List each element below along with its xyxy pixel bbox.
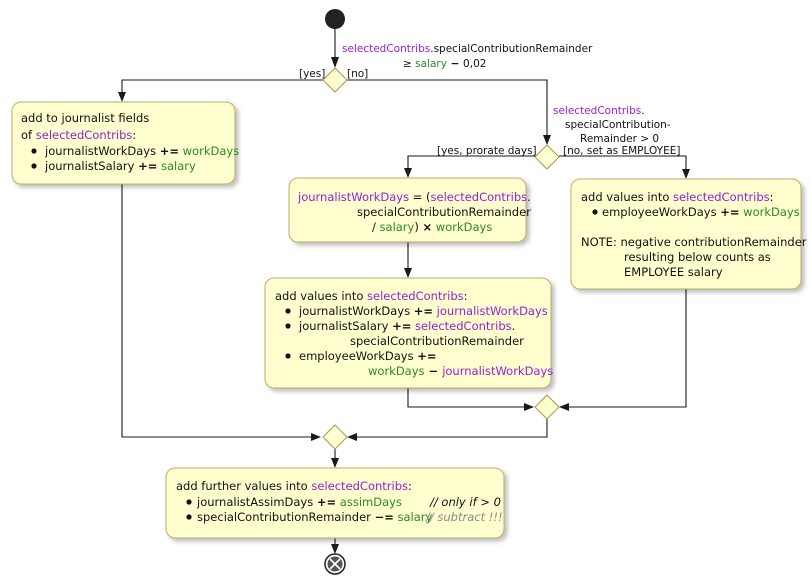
svg-text:journalistWorkDays += workDays: journalistWorkDays += workDays xyxy=(44,144,239,158)
svg-text:journalistSalary += salary: journalistSalary += salary xyxy=(44,159,196,173)
merge-diamond-outer xyxy=(322,424,348,450)
branch-no-label: [no] xyxy=(347,68,368,80)
svg-text:add values into selectedContri: add values into selectedContribs: xyxy=(275,289,468,303)
svg-text:add further values into select: add further values into selectedContribs… xyxy=(176,479,412,493)
branch-prorate-label: [yes, prorate days] xyxy=(437,145,537,157)
edges xyxy=(118,29,690,554)
svg-text:selectedContribs.specialContri: selectedContribs.specialContributionRema… xyxy=(342,43,593,55)
decision-diamond-second xyxy=(534,144,560,170)
svg-text:add values into selectedContri: add values into selectedContribs: xyxy=(581,190,774,204)
svg-text:specialContribution-: specialContribution- xyxy=(565,119,671,131)
merge-diamond-inner xyxy=(534,394,560,420)
action-add-values: add values into selectedContribs: journa… xyxy=(264,277,553,389)
svg-text:// only if > 0: // only if > 0 xyxy=(429,495,501,509)
svg-text:// subtract !!!: // subtract !!! xyxy=(425,510,503,524)
action-add-journalist-fields: add to journalist fields of selectedCont… xyxy=(11,101,239,185)
start-node xyxy=(325,9,345,29)
svg-text:selectedContribs.: selectedContribs. xyxy=(553,105,645,117)
condition-second-label: selectedContribs. specialContribution- R… xyxy=(553,105,671,145)
svg-text:employeeWorkDays += workDays: employeeWorkDays += workDays xyxy=(602,205,800,219)
action-prorate-days: journalistWorkDays = (selectedContribs. … xyxy=(288,177,531,243)
svg-text:resulting below counts as: resulting below counts as xyxy=(624,250,771,264)
svg-text:specialContributionRemainder −: specialContributionRemainder −= salary xyxy=(197,510,433,524)
svg-text:specialContributionRemainder: specialContributionRemainder xyxy=(350,334,524,348)
svg-text:journalistWorkDays += journali: journalistWorkDays += journalistWorkDays xyxy=(298,304,548,318)
end-node xyxy=(324,553,346,575)
svg-text:≥ salary − 0,02: ≥ salary − 0,02 xyxy=(403,58,486,70)
svg-text:NOTE: negative contributionRem: NOTE: negative contributionRemainder xyxy=(581,235,807,249)
svg-text:workDays − journalistWorkDays: workDays − journalistWorkDays xyxy=(368,364,553,378)
branch-employee-label: [no, set as EMPLOYEE] xyxy=(563,145,680,157)
svg-text:specialContributionRemainder: specialContributionRemainder xyxy=(357,205,531,219)
decision-diamond-top xyxy=(322,67,348,93)
condition-top-label: selectedContribs.specialContributionRema… xyxy=(342,43,593,70)
branch-yes-label: [yes] xyxy=(299,68,325,80)
svg-text:EMPLOYEE salary: EMPLOYEE salary xyxy=(624,265,723,279)
svg-text:/ salary) × workDays: / salary) × workDays xyxy=(372,220,492,234)
svg-text:journalistWorkDays = (selected: journalistWorkDays = (selectedContribs. xyxy=(297,190,531,204)
svg-text:journalistSalary += selectedCo: journalistSalary += selectedContribs. xyxy=(298,319,515,333)
svg-text:Remainder > 0: Remainder > 0 xyxy=(580,133,659,145)
svg-text:of selectedContribs:: of selectedContribs: xyxy=(21,128,136,142)
action-add-further-values: add further values into selectedContribs… xyxy=(165,467,505,539)
action-set-employee: add values into selectedContribs: employ… xyxy=(570,178,807,290)
svg-text:employeeWorkDays +=: employeeWorkDays += xyxy=(299,349,437,363)
svg-text:add to journalist fields: add to journalist fields xyxy=(21,111,149,125)
svg-text:journalistAssimDays += assimDa: journalistAssimDays += assimDays xyxy=(196,495,402,509)
